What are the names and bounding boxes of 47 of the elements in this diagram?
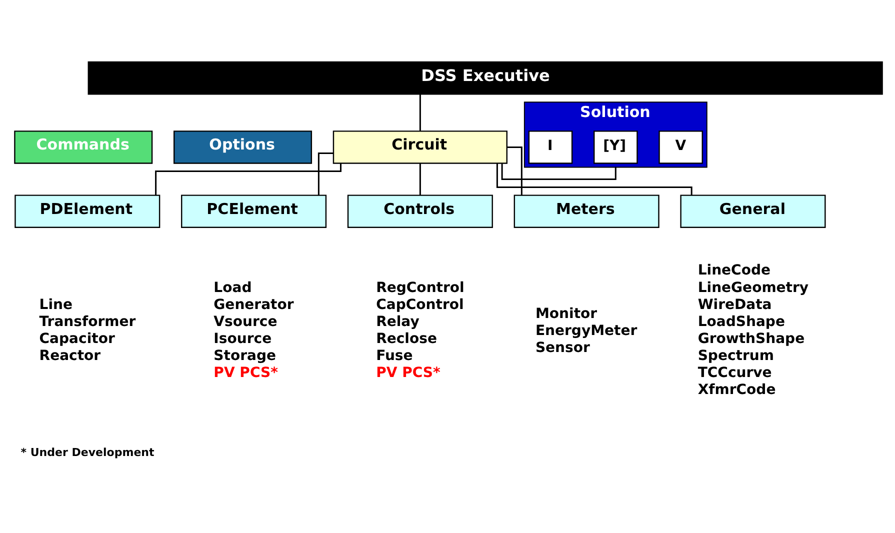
node-box: Commands [14, 130, 153, 164]
node-label: EnergyMeter [535, 322, 638, 338]
node-label: Monitor [535, 305, 598, 322]
node-label: TCCcurve [698, 364, 772, 380]
node-box: PCElement [181, 194, 327, 228]
node-label: Relay [376, 313, 420, 330]
node-box: General [680, 194, 826, 228]
node-label: Line [39, 296, 72, 312]
connector [419, 94, 421, 130]
node-box: Controls [347, 194, 493, 228]
connector [419, 162, 421, 194]
connector [501, 163, 616, 180]
node-label: LineGeometry [698, 279, 809, 296]
node-box: Circuit [332, 130, 508, 164]
node-label: Capacitor [39, 330, 115, 346]
node-box: DSS Executive [88, 60, 883, 94]
node-label: Generator [214, 296, 294, 312]
node-label: Isource [214, 330, 272, 346]
node-label: LineCode [698, 262, 771, 278]
node-box: V [658, 130, 703, 164]
node-box: Meters [514, 194, 660, 228]
connector [507, 146, 522, 195]
label: * Under Development [20, 445, 154, 458]
node-label: Reactor [39, 347, 101, 364]
node-label: Storage [214, 347, 276, 364]
connector [155, 162, 342, 195]
node-label: Transformer [39, 313, 136, 330]
node-label: PV PCS* [214, 364, 278, 380]
node-label: GrowthShape [698, 330, 805, 346]
node-label: Load [214, 279, 252, 296]
node-box: Options [174, 130, 312, 164]
node-label: PV PCS* [376, 364, 440, 380]
node-box: PDElement [14, 194, 160, 228]
node-label: XfmrCode [698, 382, 776, 398]
node-label: Sensor [535, 339, 590, 356]
node-box: [Y] [594, 130, 638, 164]
node-label: Reclose [376, 330, 437, 346]
node-label: CapControl [376, 296, 464, 312]
node-label: Vsource [214, 313, 278, 330]
connector [318, 152, 334, 195]
node-label: RegControl [376, 279, 464, 296]
node-label: LoadShape [698, 313, 785, 330]
node-box: I [528, 130, 573, 164]
node-label: Fuse [376, 347, 413, 364]
node-label: WireData [698, 296, 772, 312]
connector [496, 163, 692, 195]
node-label: Spectrum [698, 347, 774, 364]
